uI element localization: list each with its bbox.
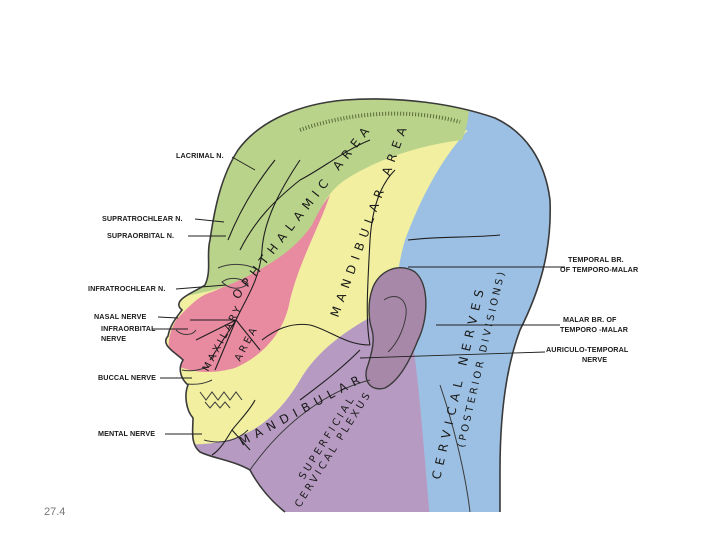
temporal-branch-label-1: TEMPORAL BR. <box>568 255 624 264</box>
supraorbital-label: SUPRAORBITAL N. <box>107 231 174 240</box>
mental-nerve-label: MENTAL NERVE <box>98 429 155 438</box>
infraorbital-label-1: INFRAORBITAL <box>101 324 156 333</box>
lips <box>181 365 213 385</box>
slide-number: 27.4 <box>44 506 66 518</box>
facial-features <box>175 263 471 513</box>
malar-branch-label-1: MALAR BR. OF <box>563 315 617 324</box>
infratrochlear-label: INFRATROCHLEAR N. <box>88 284 165 293</box>
ear <box>365 267 427 390</box>
auriculo-temporal-label-1: AURICULO-TEMPORAL <box>546 345 629 354</box>
jaw-line <box>249 379 371 471</box>
nerve-labels: LACRIMAL N. SUPRATROCHLEAR N. SUPRAORBIT… <box>88 151 639 438</box>
neck-line <box>439 384 471 513</box>
brow <box>217 263 259 271</box>
nasal-nerve-label: NASAL NERVE <box>94 312 146 321</box>
maxillary-region <box>168 195 330 372</box>
buccal-nerve-label: BUCCAL NERVE <box>98 373 156 382</box>
eye <box>221 277 249 289</box>
lacrimal-label: LACRIMAL N. <box>176 151 224 160</box>
malar-branch-label-2: TEMPORO -MALAR <box>560 325 629 334</box>
pointer-lines <box>152 156 565 435</box>
teeth <box>199 391 243 409</box>
nerve-branches <box>190 139 501 456</box>
supratrochlear-label: SUPRATROCHLEAR N. <box>102 214 183 223</box>
hair-fringe <box>299 111 461 132</box>
temporal-branch-label-2: OF TEMPORO-MALAR <box>560 265 639 274</box>
infraorbital-label-2: NERVE <box>101 334 126 343</box>
auriculo-temporal-label-2: NERVE <box>582 355 607 364</box>
sensory-regions <box>165 98 551 512</box>
nostril <box>175 329 197 335</box>
chin-line <box>203 429 249 443</box>
